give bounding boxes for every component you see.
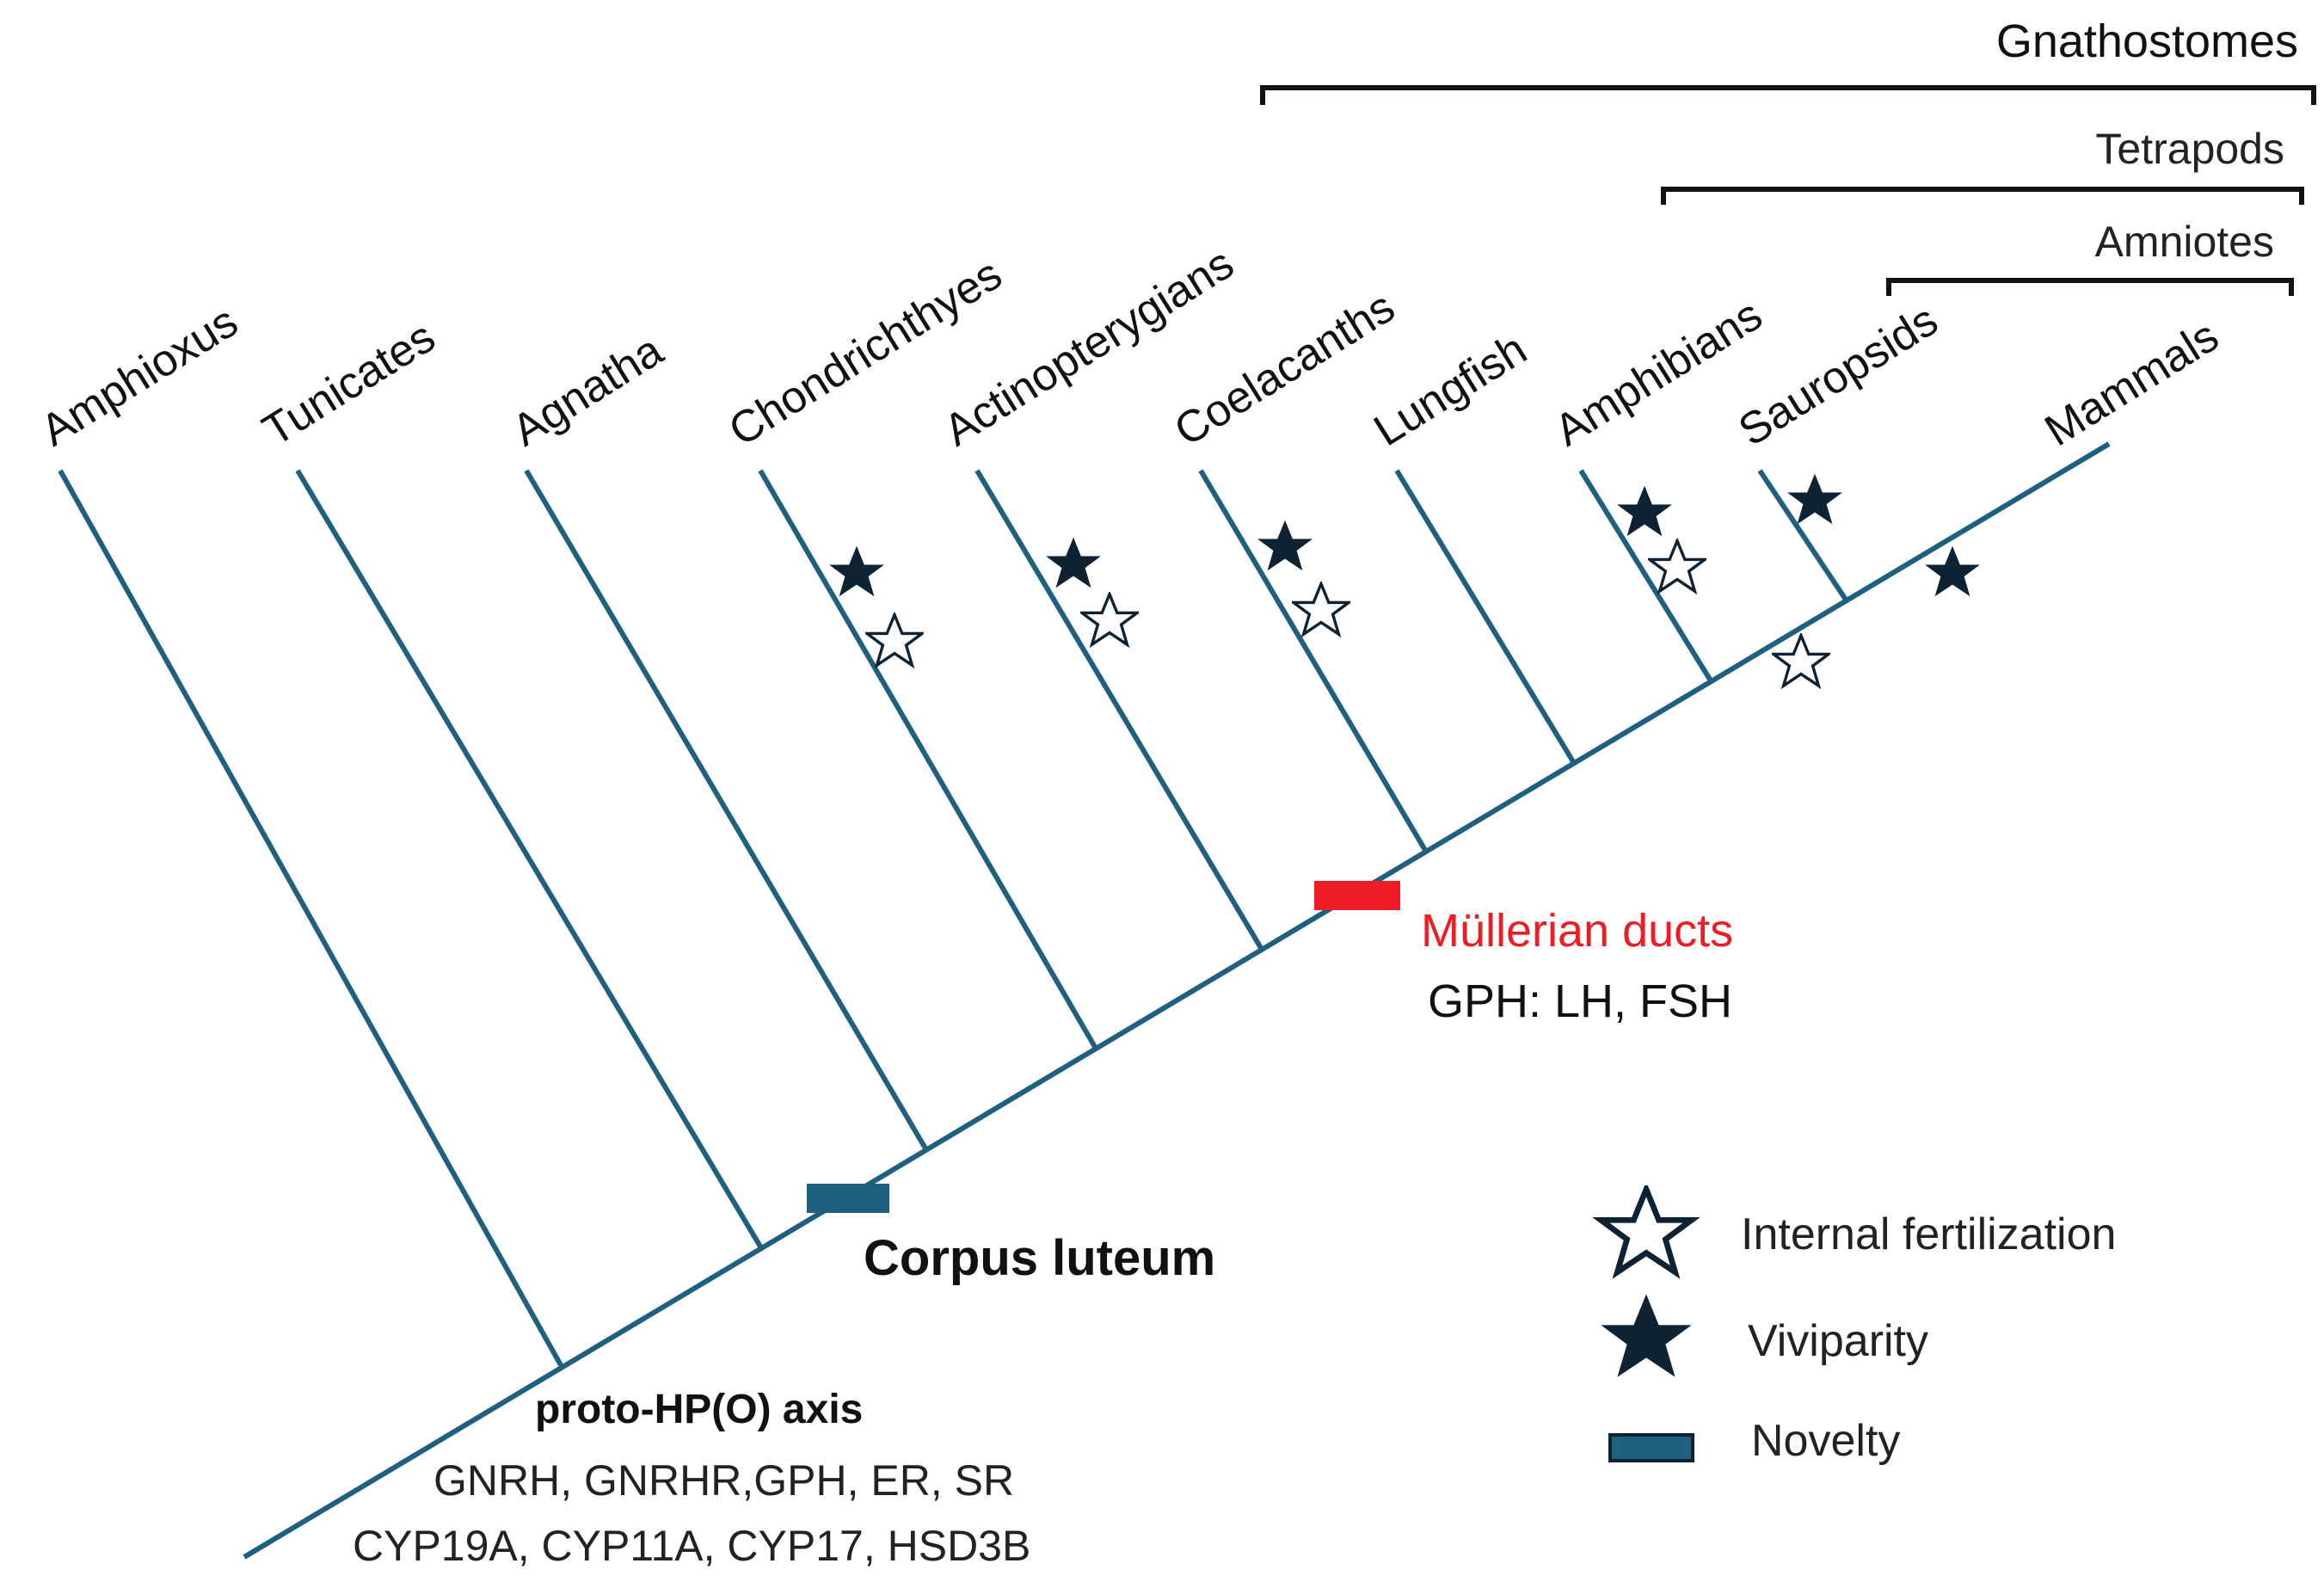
internal-fertilization-star-amphibians [1648,539,1706,593]
gph-label: GPH: LH, FSH [1428,976,1732,1027]
group-label-amniotes: Amniotes [2095,218,2274,266]
proto-axis-genes-line1: GNRH, GNRHR,GPH, ER, SR [433,1456,1014,1505]
taxon-label-coelacanths: Coelacanths [1166,282,1404,456]
viviparity-star-sauropsids [1787,473,1842,525]
bracket-tetrapods [1661,187,2304,205]
taxon-label-amphibians: Amphibians [1546,290,1771,456]
mullerian-ducts-label: Müllerian ducts [1421,905,1733,957]
bracket-amniotes [1886,278,2294,296]
branch-coelacanths [1198,469,1429,853]
legend-novelty-label: Novelty [1751,1416,1900,1466]
branch-amphioxus [58,469,563,1367]
internal-fertilization-star-amniotes [1772,634,1830,687]
corpus-luteum-label: Corpus luteum [864,1230,1215,1286]
novelty-marker-mullerian-ducts [1314,881,1400,910]
branch-amphibians [1578,469,1714,684]
viviparity-star-chondrichthyes [829,545,884,597]
legend-novelty-icon [1608,1433,1694,1462]
taxon-label-lungfish: Lungfish [1366,324,1535,456]
bracket-gnathostomes [1260,85,2316,105]
novelty-marker-corpus-luteum [807,1184,889,1213]
viviparity-star-mammals [1925,545,1980,597]
taxon-label-amphioxus: Amphioxus [33,297,247,457]
legend-internal-fertilization-label: Internal fertilization [1741,1209,2116,1259]
legend-viviparity-label: Viviparity [1748,1316,1928,1366]
internal-fertilization-star-coelacanths [1292,582,1350,636]
taxon-label-agnatha: Agnatha [504,325,672,456]
taxon-label-tunicates: Tunicates [255,312,444,457]
branch-agnatha [524,469,928,1150]
branch-actinopterygians [974,469,1263,950]
tree-backbone [243,441,2111,1560]
viviparity-star-coelacanths [1257,520,1313,571]
proto-axis-title: proto-HP(O) axis [535,1387,863,1432]
viviparity-star-actinopterygians [1046,537,1101,588]
legend-viviparity-icon [1601,1294,1692,1377]
branch-lungfish [1394,469,1577,765]
group-label-tetrapods: Tetrapods [2095,125,2284,173]
legend-internal-fertilization-icon [1601,1189,1691,1271]
internal-fertilization-star-chondrichthyes [865,613,924,667]
branch-sauropsids [1757,469,1850,604]
proto-axis-genes-line2: CYP19A, CYP11A, CYP17, HSD3B [353,1522,1030,1570]
internal-fertilization-star-actinopterygians [1080,593,1139,646]
group-label-gnathostomes: Gnathostomes [1996,15,2298,67]
viviparity-star-amphibians [1617,485,1672,537]
branch-chondrichthyes [758,469,1097,1049]
taxon-label-mammals: Mammals [2037,311,2228,457]
branch-tunicates [295,469,763,1248]
